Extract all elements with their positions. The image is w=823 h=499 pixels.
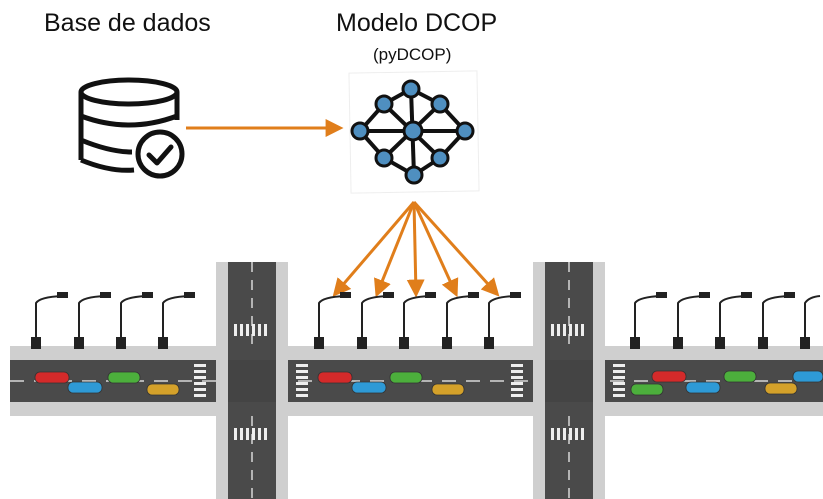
database-check-icon: [78, 77, 185, 179]
cars: [34, 370, 823, 396]
model-sublabel: (pyDCOP): [373, 45, 452, 64]
model-label: Modelo DCOP: [336, 9, 498, 37]
street-scene: [10, 262, 823, 499]
arrows-model-to-lamps: [332, 200, 500, 298]
street-lamps: [31, 292, 821, 349]
network-graph-icon: [348, 70, 480, 194]
database-label: Base de dados: [44, 9, 211, 37]
